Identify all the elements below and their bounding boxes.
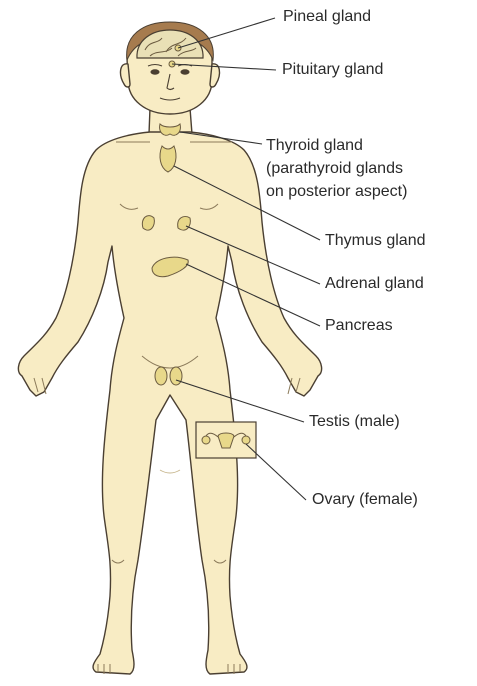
label-thyroid-gland: Thyroid gland (parathyroid glands on pos…	[266, 136, 407, 202]
adrenal-gland-right-icon	[178, 216, 191, 230]
label-adrenal-gland: Adrenal gland	[325, 274, 424, 294]
label-pituitary-gland: Pituitary gland	[282, 60, 383, 80]
label-thyroid-line1: Thyroid gland	[266, 136, 407, 156]
label-pineal-gland: Pineal gland	[283, 7, 371, 27]
body-outline	[18, 24, 321, 674]
testis-left-icon	[155, 367, 167, 385]
ovary-right-icon	[242, 436, 250, 444]
label-testis: Testis (male)	[309, 412, 400, 432]
label-thymus-gland: Thymus gland	[325, 231, 426, 251]
adrenal-gland-left-icon	[142, 216, 154, 230]
ovary-left-icon	[202, 436, 210, 444]
label-ovary: Ovary (female)	[312, 490, 418, 510]
testis-right-icon	[170, 367, 182, 385]
label-thyroid-line3: on posterior aspect)	[266, 182, 407, 202]
ovary-inset	[196, 422, 256, 458]
leader-ovary	[246, 444, 306, 500]
label-pancreas: Pancreas	[325, 316, 393, 336]
label-thyroid-line2: (parathyroid glands	[266, 159, 407, 179]
